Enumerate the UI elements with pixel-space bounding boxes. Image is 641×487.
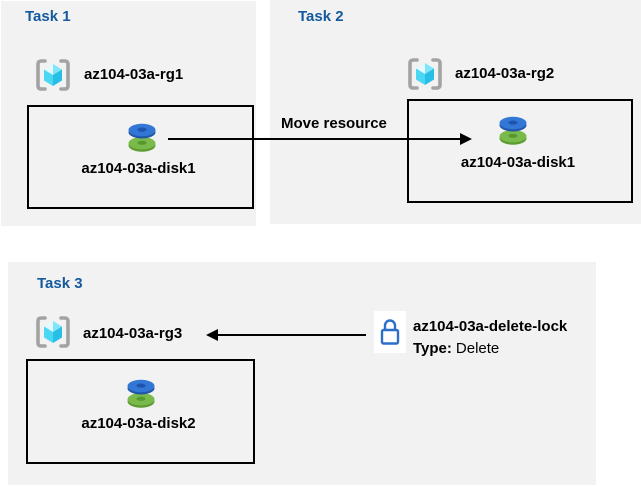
task3-disk-label: az104-03a-disk2 (81, 415, 196, 432)
task2-resource-group-label: az104-03a-rg2 (455, 65, 555, 82)
disk-icon (128, 123, 156, 152)
task1-disk-box (27, 105, 254, 209)
lock-icon (380, 319, 400, 345)
lock-type-label: Type: (413, 340, 452, 357)
task1-panel (1, 1, 256, 226)
task3-panel (8, 262, 596, 485)
lock-icon-background (374, 311, 406, 353)
resource-group-icon (408, 58, 442, 90)
resource-group-icon (36, 316, 70, 348)
task2-panel (270, 0, 641, 224)
lock-type-line: Type:Delete (413, 340, 500, 358)
lock-arrow-head-icon (206, 329, 218, 341)
lock-name-label: az104-03a-delete-lock (413, 318, 568, 335)
disk-icon (499, 116, 527, 145)
task2-title: Task 2 (298, 8, 344, 25)
move-resource-label: Move resource (281, 115, 387, 132)
lock-arrow-line (216, 334, 366, 336)
task1-resource-group-label: az104-03a-rg1 (84, 66, 184, 83)
task1-disk-label: az104-03a-disk1 (81, 160, 196, 177)
resource-group-icon (36, 59, 70, 91)
task3-resource-group-label: az104-03a-rg3 (83, 325, 183, 342)
disk-icon (127, 379, 155, 408)
task2-disk-label: az104-03a-disk1 (460, 154, 576, 171)
lock-type-value: Delete (455, 340, 500, 357)
task1-title: Task 1 (25, 8, 71, 25)
move-arrow-line (168, 138, 462, 140)
task3-disk-box (26, 359, 255, 464)
task2-disk-box (407, 99, 633, 203)
task3-title: Task 3 (37, 275, 83, 292)
move-arrow-head-icon (460, 133, 472, 145)
